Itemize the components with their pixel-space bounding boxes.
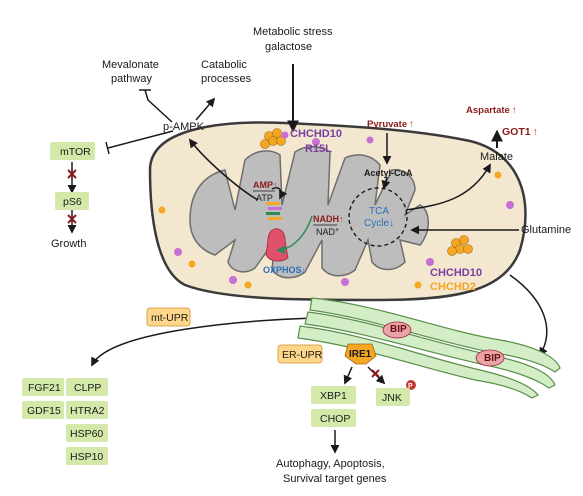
pyruvate-label: Pyruvate↑ [367,119,414,130]
protein-cluster-top [260,128,289,149]
jnk-label: JNK [382,392,402,404]
gdf15-label: GDF15 [27,405,61,417]
nad-label: NAD+ [316,227,339,237]
fgf21-label: FGF21 [28,382,61,394]
hsp60-label: HSP60 [70,428,103,440]
growth-label: Growth [51,238,86,250]
chchd10-top-label: CHCHD10 [290,128,342,140]
catabolic-label-2: processes [201,73,252,85]
got1-label: GOT1↑ [502,126,538,138]
phospho-marker [406,380,416,390]
endoplasmic-reticulum: BIP BIP [297,297,561,399]
xbp1-label: XBP1 [320,390,347,402]
bip-label-2: BIP [484,353,501,364]
ire1-receptor: IRE1 [344,343,377,365]
chop-box [311,409,356,427]
r15l-label: R15L [305,143,332,155]
clpp-label: CLPP [74,382,101,394]
clpp-box [66,378,108,396]
htra2-box [66,401,108,419]
chop-label: CHOP [320,413,350,425]
bip-protein-2 [475,349,505,367]
mtor-label: mTOR [60,146,91,158]
outcome-label-1: Autophagy, Apoptosis, [276,458,385,470]
mtor-box [50,142,95,160]
tca-cycle: TCA Cycle↓ [348,187,408,247]
bip-label-1: BIP [390,324,407,335]
mevalonate-label-2: pathway [111,73,152,85]
htra2-label: HTRA2 [70,405,105,417]
scattered-proteins [158,136,514,289]
amp-label: AMP↑ [253,180,278,190]
malate-label: Malate [480,151,513,163]
mt-upr-label: mt-UPR [151,312,189,324]
outcome-label-2: Survival target genes [283,473,387,485]
glutamine-label: Glutamine [521,224,571,236]
ps6-label: pS6 [63,196,82,208]
galactose-label: galactose [265,41,312,53]
er-upr-box [277,344,323,364]
p-ampk-label: p-AMPK [163,121,205,133]
arrows [67,64,548,454]
ire1-label: IRE1 [349,349,372,360]
aspartate-label: Aspartate↑ [466,105,517,116]
catabolic-label-1: Catabolic [201,59,247,71]
hsp10-box [66,447,108,465]
cycle-label: Cycle↓ [364,218,394,229]
oxphos-label: OXPHOS↓ [263,265,306,275]
hsp60-box [66,424,108,442]
boxes [22,142,410,465]
mt-upr-box [146,307,191,327]
tca-label: TCA [369,206,389,217]
xbp1-box [311,386,356,404]
chchd2-label: CHCHD2 [430,281,476,293]
protein-cluster-bottom-right [447,235,473,256]
chchd10-bottom-label: CHCHD10 [430,267,482,279]
bip-protein-1 [382,321,412,339]
atp-label: ATP [256,193,273,203]
er-upr-label: ER-UPR [282,349,323,361]
metabolic-stress-label: Metabolic stress [253,26,333,38]
acetyl-coa-label: Acetyl-CoA [364,168,413,178]
inhibition-x-marks [67,169,380,378]
oxphos-arrow [276,215,313,255]
phospho-marker-label: P [408,383,413,390]
hsp10-label: HSP10 [70,451,103,463]
jnk-box [376,388,410,406]
mevalonate-label-1: Mevalonate [102,59,159,71]
nadh-label: NADH↑ [313,214,344,224]
fgf21-box [22,378,64,396]
mitochondrion-cristae [189,146,429,279]
ps6-box [55,192,89,210]
gdf15-box [22,401,64,419]
mitochondrion [148,121,527,302]
